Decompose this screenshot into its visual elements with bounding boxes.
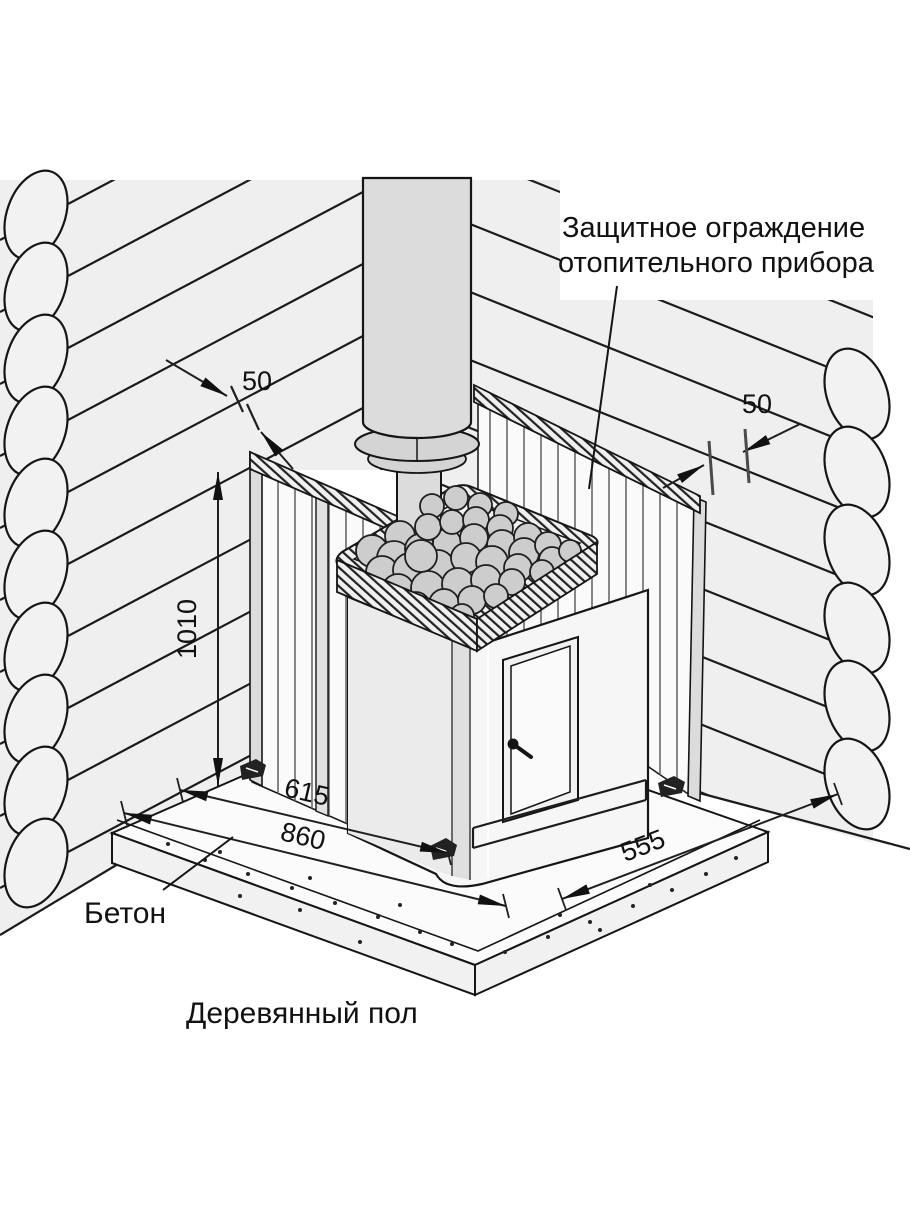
sauna-stones xyxy=(355,485,582,631)
guard-label: Защитное ограждение отопительного прибор… xyxy=(558,212,875,490)
dim-gap-right xyxy=(662,423,801,496)
chimney-pipe xyxy=(354,176,480,474)
screen-top-rail xyxy=(473,383,701,515)
dim-width-860 xyxy=(120,800,510,919)
stove-door xyxy=(502,635,579,824)
dim-depth-555 xyxy=(557,782,843,911)
dim-gap-left xyxy=(165,359,294,470)
guard-label-leader-line xyxy=(588,285,618,490)
dim-value-gap-left: 50 xyxy=(242,366,272,396)
dim-value-height: 1010 xyxy=(172,599,202,659)
screen-joint-post xyxy=(315,482,329,818)
floor-label-text: Деревянный пол xyxy=(186,997,418,1030)
stone-basket xyxy=(335,461,599,653)
concrete-label: Бетон xyxy=(84,836,234,930)
dim-value-gap-right: 50 xyxy=(742,389,772,419)
guard-label-line2: отопительного прибора xyxy=(558,247,875,279)
concrete-label-text: Бетон xyxy=(84,897,166,930)
concrete-label-leader-line xyxy=(162,836,234,891)
guard-label-line1: Защитное ограждение xyxy=(562,212,865,244)
left-wall-floor-edge xyxy=(0,863,119,936)
screen-front-edge xyxy=(249,450,263,788)
